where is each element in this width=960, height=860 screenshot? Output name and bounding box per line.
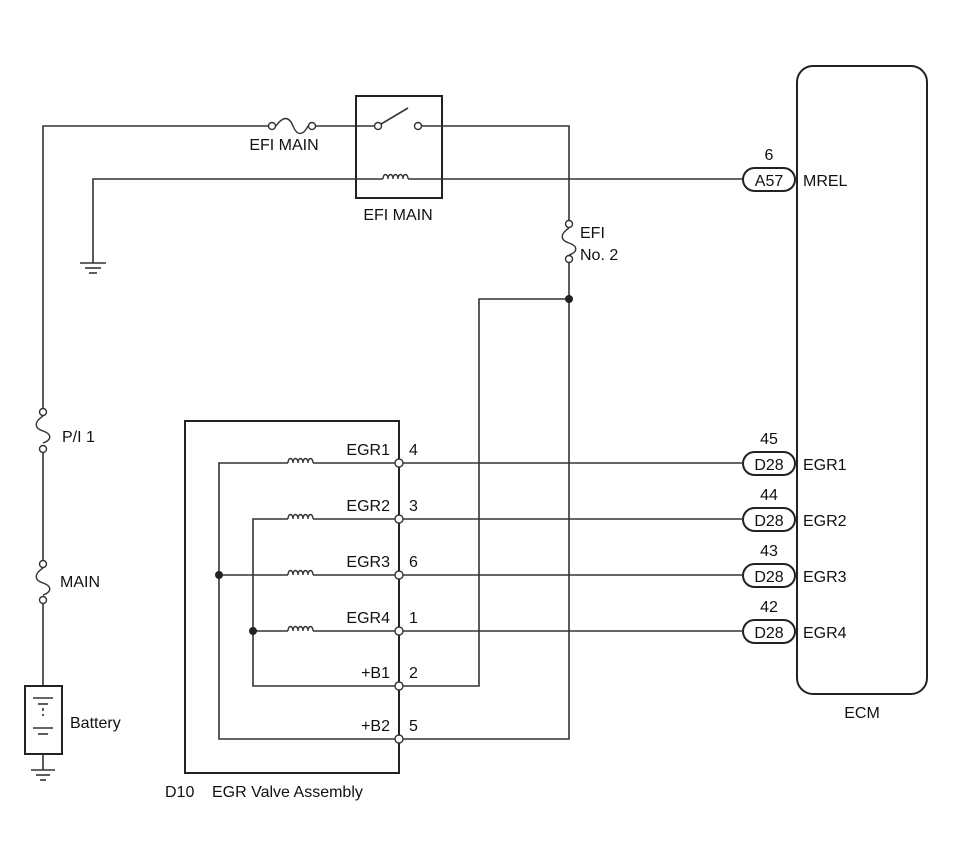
terminal-egr3 (394, 570, 404, 580)
egr-pin-label: EGR4 (346, 610, 390, 627)
wire-mrel (92, 178, 383, 263)
egr-coil-4 (287, 625, 396, 632)
internal-wire-b2 (218, 462, 396, 740)
egr-valve-name: EGR Valve Assembly (212, 784, 363, 801)
egr-pin-number: 5 (409, 718, 418, 735)
svg-text:EGR3: EGR3 (803, 569, 847, 586)
svg-text:D28: D28 (754, 625, 783, 642)
internal-junction-2 (249, 627, 257, 635)
ecm-pin-egr2: D28 44 EGR2 (742, 487, 847, 532)
efi-main-fuse (267, 117, 317, 135)
egr-pin-label: EGR1 (346, 442, 390, 459)
egr-pin-number: 4 (409, 442, 418, 459)
wire-b1-supply (400, 298, 569, 687)
egr-pin-label: +B2 (361, 718, 390, 735)
relay-switch (373, 107, 423, 131)
main-fuse-label: MAIN (60, 574, 100, 591)
terminal-egr2 (394, 514, 404, 524)
egr-pin-number: 3 (409, 498, 418, 515)
egr-pin-label: EGR2 (346, 498, 390, 515)
svg-text:45: 45 (760, 431, 778, 448)
ecm-pin-egr4: D28 42 EGR4 (742, 599, 847, 644)
svg-text:EGR4: EGR4 (803, 625, 847, 642)
egr-valve-code: D10 (165, 784, 194, 801)
svg-text:D28: D28 (754, 513, 783, 530)
wire-top-supply (42, 125, 268, 408)
svg-text:MREL: MREL (803, 173, 848, 190)
egr-coil-1 (287, 457, 396, 464)
egr-valve-box (184, 420, 400, 774)
egr-pin-label: EGR3 (346, 554, 390, 571)
ecm-pin-egr1: D28 45 EGR1 (742, 431, 847, 476)
egr-coil-2 (287, 513, 396, 520)
svg-text:EGR1: EGR1 (803, 457, 847, 474)
relay-coil (382, 173, 409, 180)
svg-text:6: 6 (765, 147, 774, 164)
terminal-b2 (394, 734, 404, 744)
efi-no2-label-2: No. 2 (580, 247, 618, 264)
pi1-fuse-label: P/I 1 (62, 429, 95, 446)
svg-text:EGR2: EGR2 (803, 513, 847, 530)
junction-dot (565, 295, 573, 303)
efi-main-relay-label: EFI MAIN (363, 207, 432, 224)
efi-main-fuse-label: EFI MAIN (249, 137, 318, 154)
ecm-pin-egr3: D28 43 EGR3 (742, 543, 847, 588)
efi-main-relay-box (355, 95, 443, 199)
battery-icon (24, 685, 63, 781)
svg-text:42: 42 (760, 599, 778, 616)
svg-text:43: 43 (760, 543, 778, 560)
terminal-egr4 (394, 626, 404, 636)
egr-pin-label: +B1 (361, 665, 390, 682)
svg-text:D28: D28 (754, 457, 783, 474)
terminal-b1 (394, 681, 404, 691)
egr-pin-number: 1 (409, 610, 418, 627)
svg-text:A57: A57 (755, 173, 784, 190)
svg-text:D28: D28 (754, 569, 783, 586)
ecm-label: ECM (844, 705, 880, 722)
internal-junction-1 (215, 571, 223, 579)
wire-efi-no2-down (400, 263, 570, 740)
terminal-egr1 (394, 458, 404, 468)
battery-label: Battery (70, 715, 121, 732)
pi1-fuse (35, 407, 51, 454)
wire-relay-out (422, 125, 570, 220)
internal-wire-b1 (252, 518, 396, 687)
efi-no2-label-1: EFI (580, 225, 605, 242)
svg-text:44: 44 (760, 487, 778, 504)
main-fuse (35, 559, 51, 605)
ground-icon (80, 262, 106, 274)
efi-no2-fuse (561, 219, 577, 264)
egr-pin-number: 6 (409, 554, 418, 571)
egr-pin-number: 2 (409, 665, 418, 682)
ecm-pin-mrel: A57 6 MREL (742, 147, 848, 192)
ecm-box (796, 65, 928, 695)
egr-coil-3 (287, 569, 396, 576)
